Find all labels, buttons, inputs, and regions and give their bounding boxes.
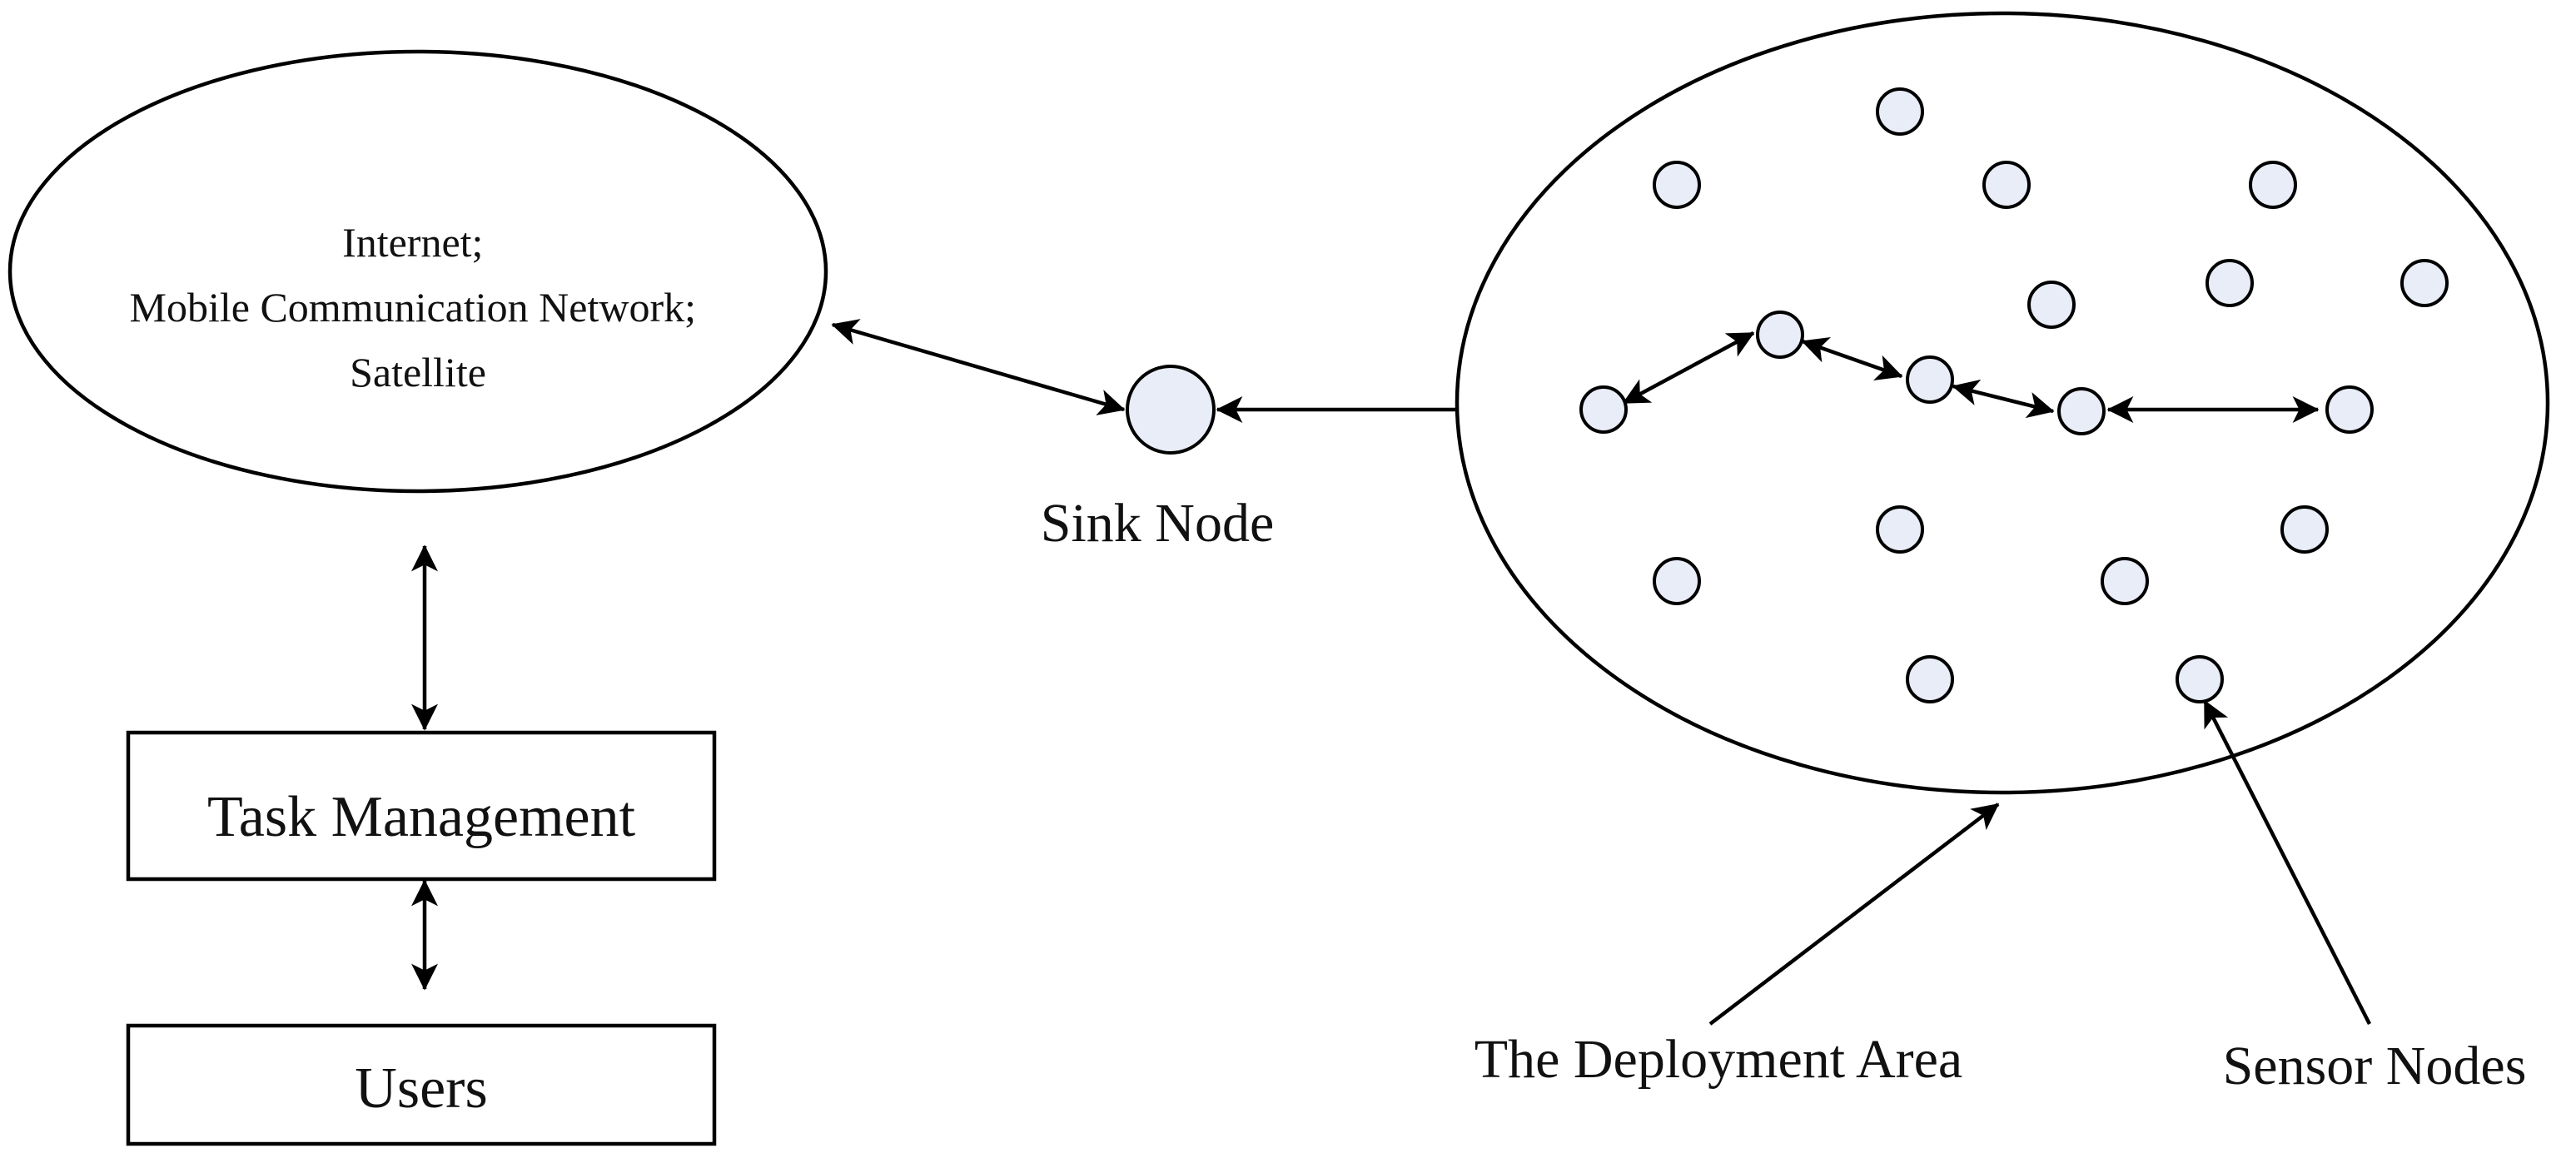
sensor-nodes (1579, 87, 2449, 703)
hop-arrow-3 (1952, 379, 2055, 419)
sensor-node (2249, 161, 2297, 209)
sensor-node (1579, 385, 1628, 434)
users-box (126, 1023, 717, 1146)
sensor-node (2057, 387, 2106, 435)
sensor-node (2400, 259, 2449, 307)
sink-node-label: Sink Node (1041, 493, 1275, 554)
hop-arrow-2 (1801, 337, 1903, 380)
sensor-node (1982, 161, 2031, 209)
sensor-node (2027, 281, 2076, 329)
network-label-line-1: Internet; (342, 219, 483, 266)
hop-arrow-1 (1622, 331, 1755, 405)
network-ellipse (7, 49, 828, 494)
sensor-node (2101, 557, 2149, 605)
users-label: Users (355, 1056, 487, 1121)
sensor-node (1653, 557, 1701, 605)
sensor-nodes-pointer (2202, 699, 2372, 1026)
sensor-node (1876, 87, 1924, 136)
sensor-node (1906, 655, 1954, 703)
network-label-line-3: Satellite (350, 349, 486, 395)
sensor-node (1906, 355, 1954, 404)
sensor-node (1653, 161, 1701, 209)
network-label: Internet; Mobile Communication Network; … (130, 219, 707, 395)
sensor-node (2280, 505, 2329, 554)
sink-node-circle (1126, 365, 1216, 455)
sensor-node (1876, 505, 1924, 554)
task-management-label: Task Management (207, 785, 636, 849)
sensor-node (2206, 259, 2254, 307)
deployment-area-label: The Deployment Area (1474, 1029, 1962, 1090)
task-management-box (126, 730, 717, 882)
network-label-line-2: Mobile Communication Network; (130, 284, 696, 331)
sensor-node (2176, 655, 2224, 703)
sensor-node (2325, 385, 2374, 434)
sensor-nodes-label: Sensor Nodes (2223, 1036, 2527, 1096)
sensor-node (1756, 311, 1804, 359)
deployment-area-pointer (1708, 803, 2000, 1026)
network-sink-arrow (831, 319, 1126, 415)
